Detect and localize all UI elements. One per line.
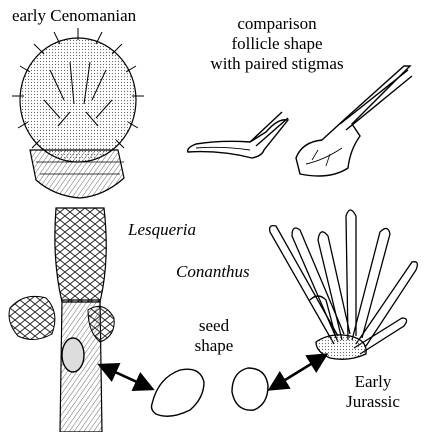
conanthus-drawing (268, 209, 418, 360)
seed-shape-right (231, 367, 269, 411)
label-early-cenomanian: early Cenomanian (12, 6, 137, 25)
label-comparison-line-3: with paired stigmas (210, 54, 344, 73)
label-lesqueria: Lesqueria (128, 220, 196, 239)
label-seed-shape: seed shape (186, 316, 242, 356)
label-comparison: comparison follicle shape with paired st… (186, 14, 368, 74)
label-conanthus: Conanthus (176, 262, 250, 281)
seed-shape-left (150, 368, 205, 417)
label-early-jurassic: Early Jurassic (330, 372, 416, 412)
arrow-seed-left (97, 363, 155, 391)
label-seed-line-1: seed (198, 316, 230, 335)
follicle-drawing-2 (295, 65, 413, 177)
follicle-drawing-1 (186, 111, 290, 159)
label-comparison-line-1: comparison (237, 14, 317, 33)
arrow-seed-right (267, 353, 329, 391)
label-comparison-line-2: follicle shape (231, 34, 323, 53)
label-early-jurassic-line-2: Jurassic (346, 392, 400, 411)
lesqueria-fossil-drawing (8, 28, 144, 432)
label-early-jurassic-line-1: Early (354, 372, 392, 391)
label-seed-line-2: shape (194, 336, 234, 355)
